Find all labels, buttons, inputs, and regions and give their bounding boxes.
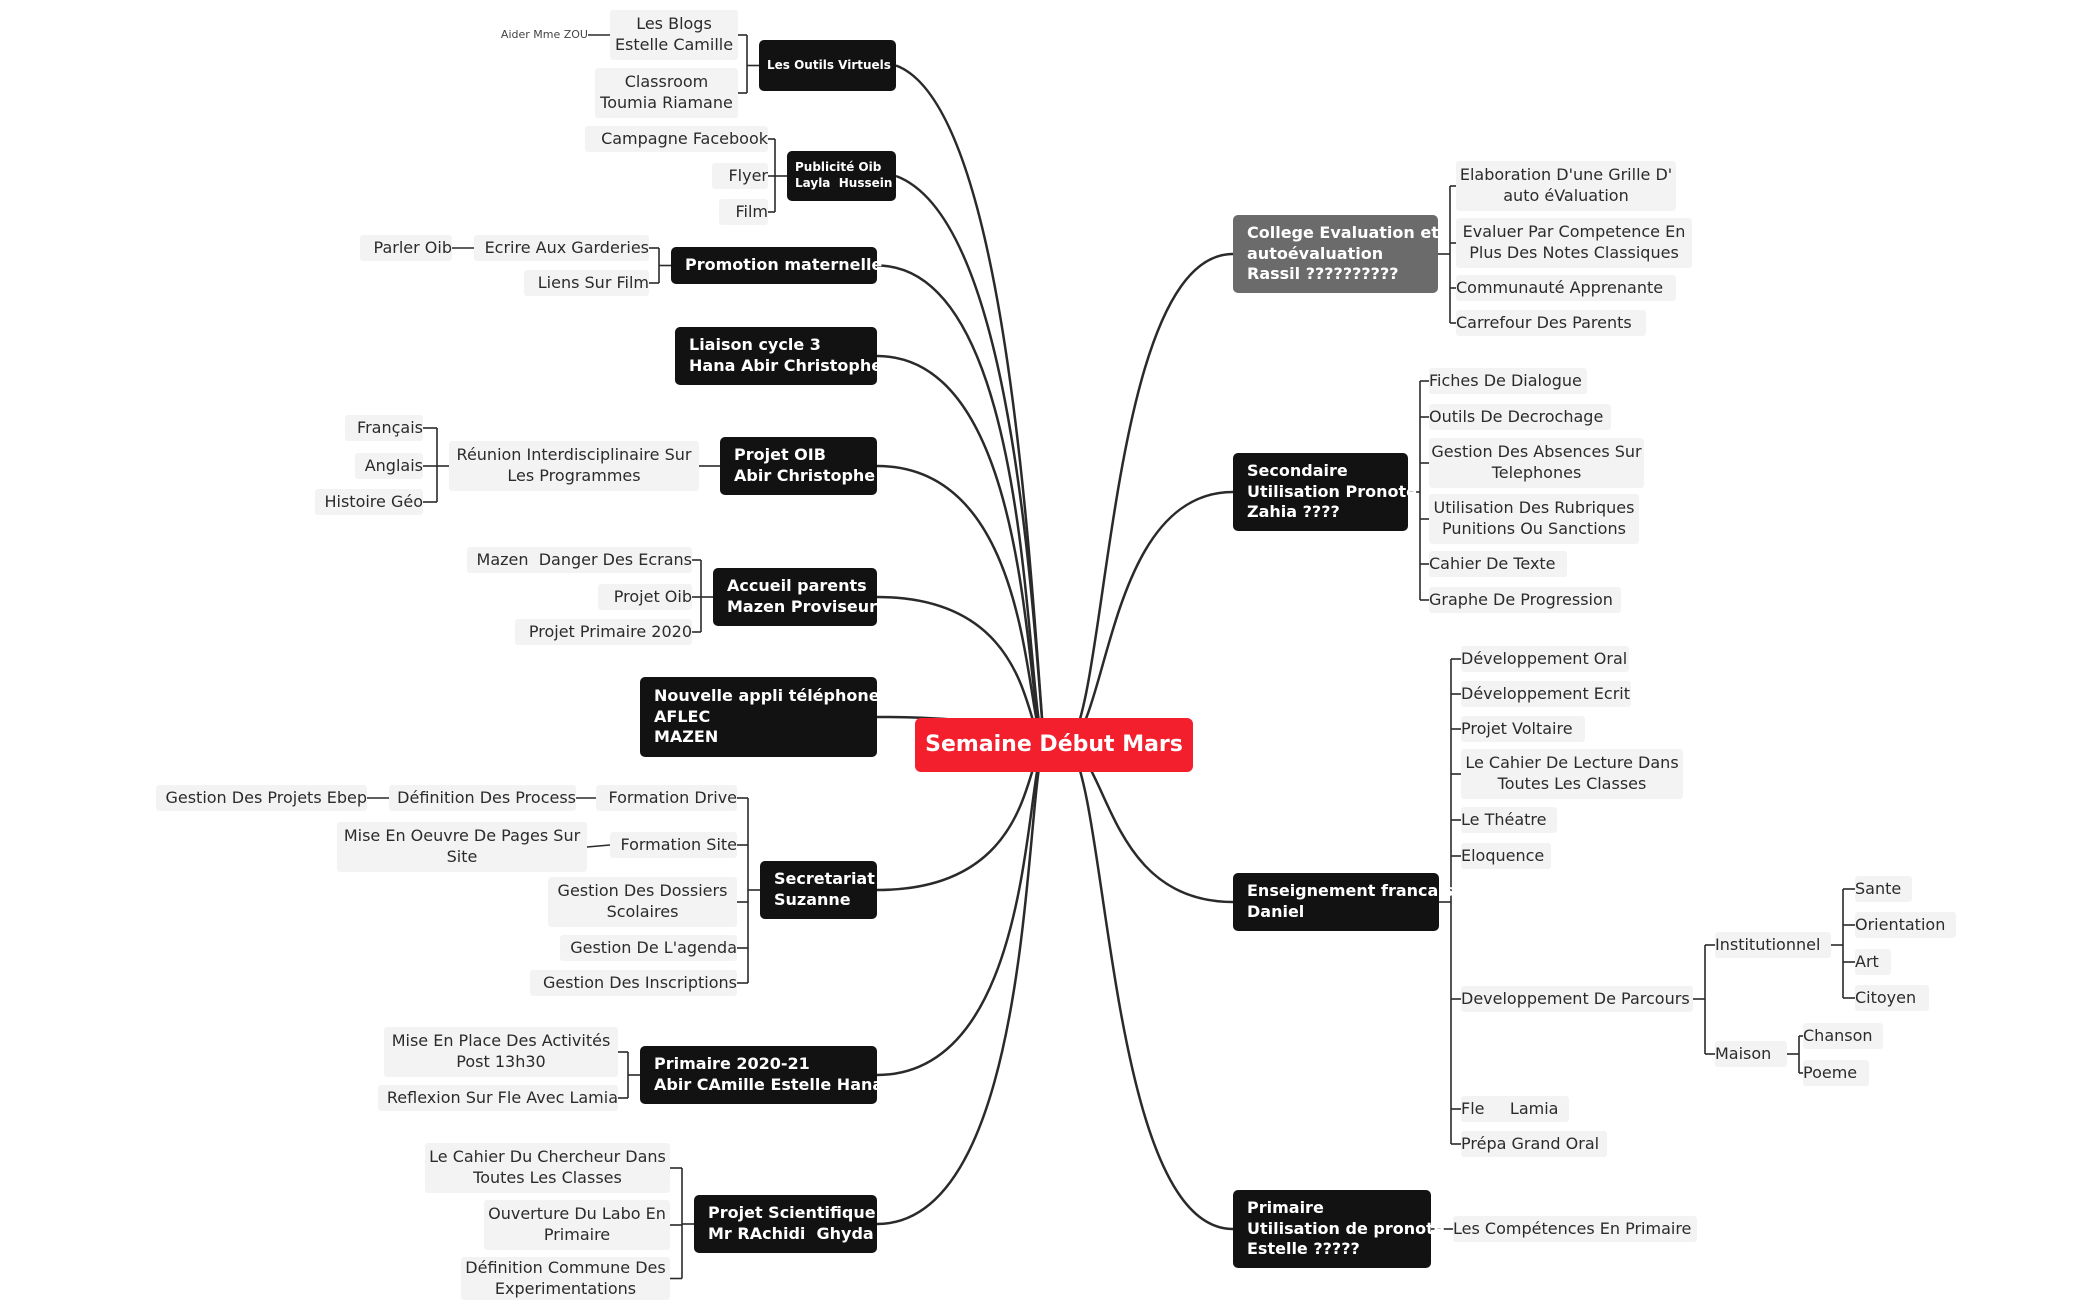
leaf-chanson[interactable]: Chanson [1803,1023,1883,1049]
leaf-projet-oib-accueil[interactable]: Projet Oib [598,584,692,610]
leaf-communaute-apprenante[interactable]: Communauté Apprenante [1456,275,1676,301]
leaf-graphe-progression[interactable]: Graphe De Progression [1429,587,1621,613]
link-root-topic-projet-scientifique [876,744,1046,1226]
leaf-eloquence[interactable]: Eloquence [1461,843,1551,869]
leaf-formation-site[interactable]: Formation Site [610,832,737,858]
link-root-topic-projet-oib [876,464,1046,746]
leaf-fle-lamia[interactable]: Fle Lamia [1461,1096,1569,1122]
leaf-outils-decrochage[interactable]: Outils De Decrochage [1429,404,1611,430]
leaf-cahier-de-texte[interactable]: Cahier De Texte [1429,551,1567,577]
topic-secretariat[interactable]: Secretariat Suzanne [760,861,877,919]
leaf-carrefour-parents[interactable]: Carrefour Des Parents [1456,310,1646,336]
topic-accueil-parents[interactable]: Accueil parents Mazen Proviseur [713,568,877,626]
leaf-mise-en-place-activites[interactable]: Mise En Place Des Activités Post 13h30 [384,1027,618,1077]
leaf-gestion-dossiers-scolaires[interactable]: Gestion Des Dossiers Scolaires [548,877,737,927]
link-root-topic-primaire-2020-21 [876,744,1046,1077]
leaf-institutionnel[interactable]: Institutionnel [1715,932,1831,958]
leaf-cahier-de-lecture[interactable]: Le Cahier De Lecture Dans Toutes Les Cla… [1461,749,1683,799]
link-root-topic-primaire-pronote [1068,744,1234,1231]
leaf-developpement-oral[interactable]: Développement Oral [1461,646,1629,672]
leaf-prepa-grand-oral[interactable]: Prépa Grand Oral [1461,1131,1607,1157]
leaf-film[interactable]: Film [719,199,768,225]
leaf-utilisation-rubriques[interactable]: Utilisation Des Rubriques Punitions Ou S… [1429,494,1639,544]
topic-publicite-oib[interactable]: Publicité Oib Layla Hussein [787,151,896,201]
leaf-ecrire-aux-garderies[interactable]: Ecrire Aux Garderies [474,235,649,261]
leaf-campagne-facebook[interactable]: Campagne Facebook [585,126,768,152]
leaf-reunion-interdisciplinaire[interactable]: Réunion Interdisciplinaire Sur Les Progr… [449,441,699,491]
leaf-le-theatre[interactable]: Le Théatre [1461,807,1557,833]
leaf-histoire-geo[interactable]: Histoire Géo [315,489,423,515]
leaf-projet-voltaire[interactable]: Projet Voltaire [1461,716,1585,742]
leaf-citoyen[interactable]: Citoyen [1855,985,1929,1011]
link-root-topic-publicite-oib [895,174,1046,746]
leaf-reflexion-fle[interactable]: Reflexion Sur Fle Avec Lamia [378,1085,618,1111]
topic-enseignement-francais[interactable]: Enseignement francais Daniel [1233,873,1453,931]
topic-promotion-maternelle[interactable]: Promotion maternelle [671,247,882,284]
topic-outils-virtuels[interactable]: Les Outils Virtuels [759,40,896,91]
leaf-gestion-inscriptions[interactable]: Gestion Des Inscriptions [530,970,737,996]
leaf-anglais[interactable]: Anglais [355,453,423,479]
note-aider-mme-zou[interactable]: Aider Mme ZOU [500,27,588,41]
leaf-ouverture-du-labo[interactable]: Ouverture Du Labo En Primaire [484,1200,670,1250]
leaf-developpement-ecrit[interactable]: Développement Ecrit [1461,681,1631,707]
topic-secondaire[interactable]: Secondaire Utilisation Pronote Zahia ???… [1233,453,1417,531]
link-leaf-mise-en-oeuvre-pages-leaf-formation-site [586,844,611,848]
topic-primaire-pronote[interactable]: Primaire Utilisation de pronote Estelle … [1233,1190,1445,1268]
leaf-flyer[interactable]: Flyer [712,163,768,189]
leaf-poeme[interactable]: Poeme [1803,1060,1869,1086]
leaf-liens-sur-film[interactable]: Liens Sur Film [524,270,649,296]
leaf-gestion-projets-ebep[interactable]: Gestion Des Projets Ebep [156,785,367,811]
root-node[interactable]: Semaine Début Mars [915,718,1193,772]
leaf-gestion-absences[interactable]: Gestion Des Absences Sur Telephones [1429,438,1644,488]
leaf-orientation[interactable]: Orientation [1855,912,1956,938]
topic-liaison-cycle-3[interactable]: Liaison cycle 3 Hana Abir Christophe [675,327,882,385]
leaf-sante[interactable]: Sante [1855,876,1912,902]
leaf-art[interactable]: Art [1855,949,1891,975]
topic-primaire-2020-21[interactable]: Primaire 2020-21 Abir CAmille Estelle Ha… [640,1046,883,1104]
leaf-cahier-du-chercheur[interactable]: Le Cahier Du Chercheur Dans Toutes Les C… [425,1143,670,1193]
leaf-maison[interactable]: Maison [1715,1041,1787,1067]
leaf-elaboration-grille[interactable]: Elaboration D'une Grille D' auto éValuat… [1456,161,1676,211]
topic-projet-oib[interactable]: Projet OIB Abir Christophe [720,437,877,495]
leaf-francais[interactable]: Français [345,415,423,441]
link-root-topic-college-evaluation [1068,252,1234,746]
topic-nouvelle-appli[interactable]: Nouvelle appli téléphone AFLEC MAZEN [640,677,880,757]
leaf-parler-oib[interactable]: Parler Oib [360,235,452,261]
link-root-topic-outils-virtuels [895,64,1046,746]
leaf-definition-des-process[interactable]: Définition Des Process [389,785,576,811]
link-root-topic-secondaire [1068,490,1234,747]
leaf-fiches-dialogue[interactable]: Fiches De Dialogue [1429,368,1587,394]
leaf-formation-drive[interactable]: Formation Drive [596,785,737,811]
leaf-developpement-parcours[interactable]: Developpement De Parcours [1461,986,1693,1012]
leaf-projet-primaire-2020[interactable]: Projet Primaire 2020 [515,619,692,645]
link-root-topic-promotion-maternelle [876,264,1046,746]
leaf-competences-primaire[interactable]: Les Compétences En Primaire [1453,1216,1697,1242]
leaf-evaluer-competence[interactable]: Evaluer Par Competence En Plus Des Notes… [1456,218,1692,268]
topic-college-evaluation[interactable]: College Evaluation et autoévaluation Ras… [1233,215,1439,293]
leaf-gestion-agenda[interactable]: Gestion De L'agenda [560,935,737,961]
link-root-topic-liaison-cycle-3 [876,354,1046,746]
leaf-les-blogs[interactable]: Les Blogs Estelle Camille [610,10,738,60]
topic-projet-scientifique[interactable]: Projet Scientifique Mr RAchidi Ghyda [694,1195,877,1253]
leaf-definition-commune[interactable]: Définition Commune Des Experimentations [461,1257,670,1300]
leaf-mazen-danger-ecrans[interactable]: Mazen Danger Des Ecrans [467,547,692,573]
leaf-mise-en-oeuvre-pages[interactable]: Mise En Oeuvre De Pages Sur Site [337,822,587,872]
leaf-classroom[interactable]: Classroom Toumia Riamane [595,68,738,118]
